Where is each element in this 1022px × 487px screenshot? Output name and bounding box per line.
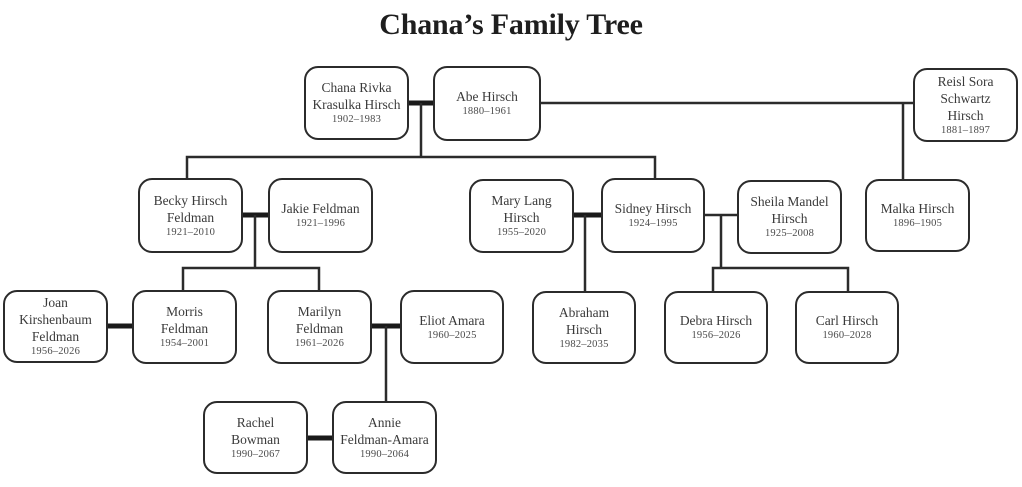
person-card-marilyn[interactable]: Marilyn Feldman 1961–2026 — [267, 290, 372, 364]
person-name: Kirshenbaum — [19, 312, 92, 327]
person-name: Hirsch — [566, 321, 602, 337]
person-dates: 1961–2026 — [294, 338, 345, 349]
person-dates: 1990–2067 — [230, 448, 281, 460]
person-card-reisl[interactable]: Reisl Sora Schwartz Hirsch 1881–1897 — [913, 68, 1018, 142]
person-card-morris[interactable]: Morris Feldman 1954–2001 — [132, 290, 237, 364]
person-dates: 1982–2035 — [559, 338, 609, 350]
person-card-sheila[interactable]: Sheila Mandel Hirsch 1925–2008 — [737, 180, 842, 254]
person-dates: 1990–2064 — [359, 448, 410, 460]
person-name: Feldman — [160, 321, 209, 336]
person-dates: 1960–2028 — [822, 330, 872, 341]
person-name: Abe Hirsch — [456, 89, 518, 104]
person-name: Morris — [166, 304, 203, 319]
person-name: Annie — [368, 414, 401, 430]
person-name: Feldman — [166, 209, 215, 225]
person-dates: 1896–1905 — [892, 218, 943, 229]
person-card-chana[interactable]: Chana Rivka Krasulka Hirsch 1902–1983 — [304, 66, 409, 140]
person-dates: 1956–2026 — [691, 330, 741, 341]
person-name: Hirsch — [503, 210, 540, 225]
person-card-abe[interactable]: Abe Hirsch 1880–1961 — [433, 66, 541, 141]
person-name: Malka Hirsch — [880, 201, 955, 216]
person-card-carl[interactable]: Carl Hirsch 1960–2028 — [795, 291, 899, 364]
person-dates: 1921–1996 — [295, 218, 346, 229]
person-name: Sheila Mandel — [750, 194, 829, 209]
person-card-abraham[interactable]: Abraham Hirsch 1982–2035 — [532, 291, 636, 364]
person-card-sidney[interactable]: Sidney Hirsch 1924–1995 — [601, 178, 705, 253]
person-dates: 1955–2020 — [496, 227, 547, 238]
person-name: Eliot Amara — [419, 312, 485, 328]
person-card-joan[interactable]: Joan Kirshenbaum Feldman 1956–2026 — [3, 290, 108, 363]
person-card-jakie[interactable]: Jakie Feldman 1921–1996 — [268, 178, 373, 253]
person-name: Joan — [43, 295, 68, 310]
person-card-malka[interactable]: Malka Hirsch 1896–1905 — [865, 179, 970, 252]
person-card-mary[interactable]: Mary Lang Hirsch 1955–2020 — [469, 179, 574, 253]
person-name: Debra Hirsch — [679, 313, 753, 328]
person-dates: 1921–2010 — [165, 226, 216, 238]
person-dates: 1956–2026 — [30, 346, 81, 357]
descent-chana-abe — [185, 103, 657, 178]
person-name: Abraham — [558, 304, 610, 320]
person-name: Krasulka Hirsch — [312, 97, 401, 112]
person-card-annie[interactable]: Annie Feldman-Amara 1990–2064 — [332, 401, 437, 474]
person-name: Feldman-Amara — [340, 431, 429, 447]
person-card-debra[interactable]: Debra Hirsch 1956–2026 — [664, 291, 768, 364]
person-card-becky[interactable]: Becky Hirsch Feldman 1921–2010 — [138, 178, 243, 253]
descent-becky-jakie — [181, 215, 321, 290]
person-dates: 1925–2008 — [764, 228, 815, 239]
person-name: Jakie Feldman — [281, 201, 360, 216]
person-name: Bowman — [231, 431, 280, 447]
person-name: Sidney Hirsch — [614, 201, 692, 216]
person-name: Carl Hirsch — [815, 313, 879, 328]
person-name: Schwartz — [940, 90, 991, 106]
person-name: Rachel — [236, 414, 275, 430]
person-dates: 1880–1961 — [462, 106, 512, 117]
person-name: Feldman — [295, 321, 344, 336]
person-card-eliot[interactable]: Eliot Amara 1960–2025 — [400, 290, 504, 364]
person-name: Hirsch — [947, 107, 984, 123]
person-dates: 1902–1983 — [331, 114, 382, 125]
person-dates: 1960–2025 — [427, 329, 477, 341]
person-name: Hirsch — [771, 211, 808, 226]
person-card-rachel[interactable]: Rachel Bowman 1990–2067 — [203, 401, 308, 474]
person-dates: 1924–1995 — [628, 218, 678, 229]
person-name: Marilyn — [297, 304, 342, 319]
person-name: Mary Lang — [491, 193, 552, 208]
person-name: Becky Hirsch — [153, 192, 228, 208]
descent-sidney-sheila — [711, 215, 850, 291]
person-dates: 1881–1897 — [940, 124, 991, 136]
page-title: Chana’s Family Tree — [379, 8, 643, 41]
person-name: Reisl Sora — [937, 73, 994, 89]
person-name: Chana Rivka — [321, 80, 392, 95]
person-dates: 1954–2001 — [159, 338, 210, 349]
person-name: Feldman — [31, 329, 80, 344]
